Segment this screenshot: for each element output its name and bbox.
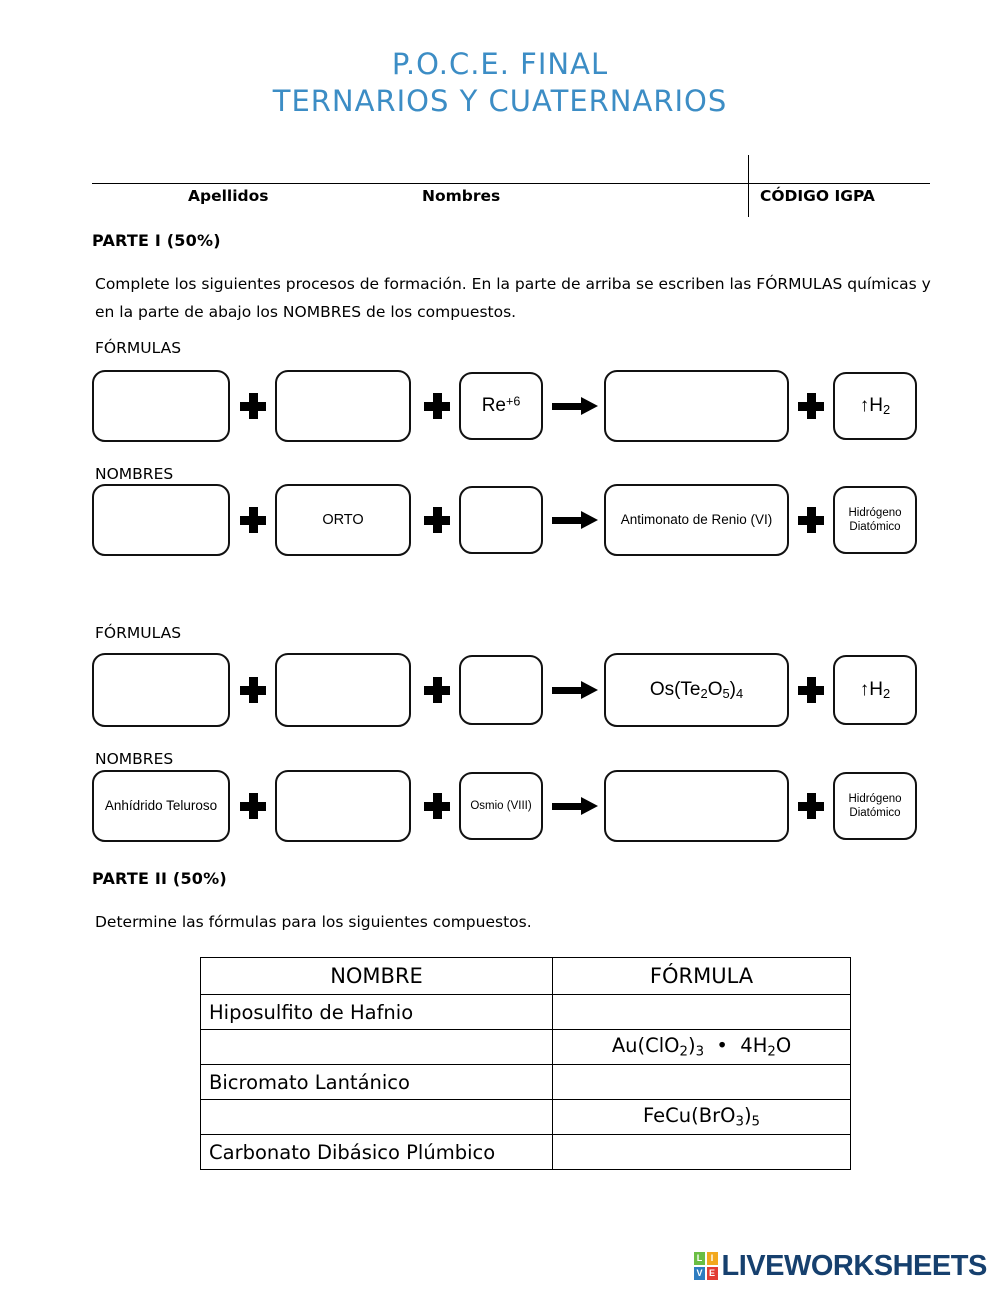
title-line-1: P.O.C.E. FINAL [391, 47, 609, 81]
cell-formula-input[interactable] [552, 994, 851, 1030]
formula-2-box-5: ↑H2 [833, 655, 917, 725]
formula-1-box-2[interactable] [275, 370, 411, 442]
label-nombres-2: NOMBRES [95, 750, 174, 768]
hydrogen-gas-text: ↑H2 [859, 678, 891, 702]
plus-icon [798, 393, 824, 419]
table-row: FeCu(BrO3)5 [200, 1099, 851, 1135]
plus-icon [240, 393, 266, 419]
parte-1-heading: PARTE I (50%) [92, 231, 221, 250]
label-formulas-1: FÓRMULAS [95, 339, 182, 357]
cell-formula: FeCu(BrO3)5 [552, 1099, 851, 1135]
arrow-icon [552, 511, 598, 529]
formula-1-box-5: ↑H2 [833, 372, 917, 440]
logo-wordmark: LIVEWORKSHEETS [721, 1250, 988, 1282]
logo-tile-e: E [706, 1266, 718, 1280]
nombre-1-box-5: Hidrógeno Diatómico [833, 486, 917, 554]
cell-formula-input[interactable] [552, 1064, 851, 1100]
formula-2-box-1[interactable] [92, 653, 230, 727]
chemical-formula-text: Os(Te2O5)4 [649, 678, 744, 702]
table-row: Bicromato Lantánico [200, 1064, 851, 1100]
arrow-icon [552, 681, 598, 699]
nombre-1-box-2: ORTO [275, 484, 411, 556]
cell-nombre: Carbonato Dibásico Plúmbico [200, 1134, 553, 1170]
plus-icon [424, 393, 450, 419]
nombre-1-box-1[interactable] [92, 484, 230, 556]
table-header-nombre: NOMBRE [200, 957, 553, 995]
table-row: Au(ClO2)3 • 4H2O [200, 1029, 851, 1065]
nombre-2-box-1: Anhídrido Teluroso [92, 770, 230, 842]
cell-formula: Au(ClO2)3 • 4H2O [552, 1029, 851, 1065]
plus-icon [798, 677, 824, 703]
header-vertical-divider [748, 155, 749, 217]
nombre-1-box-3[interactable] [459, 486, 543, 554]
plus-icon [424, 677, 450, 703]
formula-2-box-3[interactable] [459, 655, 543, 725]
reaction-row-formulas-1: Re+6 ↑H2 [0, 370, 1000, 442]
reaction-row-nombres-1: ORTO Antimonato de Renio (VI) Hidrógeno … [0, 484, 1000, 556]
plus-icon [424, 793, 450, 819]
label-apellidos: Apellidos [188, 187, 269, 205]
plus-icon [240, 507, 266, 533]
page-title: P.O.C.E. FINAL TERNARIOS Y CUATERNARIOS [0, 46, 1000, 120]
table-row: Hiposulfito de Hafnio [200, 994, 851, 1030]
plus-icon [424, 507, 450, 533]
cell-nombre: Hiposulfito de Hafnio [200, 994, 553, 1030]
nombre-2-box-2[interactable] [275, 770, 411, 842]
plus-icon [798, 793, 824, 819]
identification-header: Apellidos Nombres CÓDIGO IGPA [92, 155, 930, 217]
parte-1-instructions: Complete los siguientes procesos de form… [95, 275, 931, 321]
nombre-1-box-4: Antimonato de Renio (VI) [604, 484, 789, 556]
plus-icon [798, 507, 824, 533]
plus-icon [240, 677, 266, 703]
header-horizontal-rule [92, 183, 930, 184]
table-header-formula: FÓRMULA [552, 957, 851, 995]
formula-2-box-2[interactable] [275, 653, 411, 727]
label-nombres: Nombres [422, 187, 501, 205]
nombre-2-box-3: Osmio (VIII) [459, 772, 543, 840]
logo-tile-l: L [694, 1252, 705, 1266]
label-codigo-igpa: CÓDIGO IGPA [760, 187, 875, 205]
formula-1-box-1[interactable] [92, 370, 230, 442]
table-header-row: NOMBRE FÓRMULA [200, 957, 851, 995]
arrow-icon [552, 797, 598, 815]
cell-formula-input[interactable] [552, 1134, 851, 1170]
table-row: Carbonato Dibásico Plúmbico [200, 1134, 851, 1170]
logo-tile-i: I [706, 1252, 718, 1266]
nombre-2-box-5: Hidrógeno Diatómico [833, 772, 917, 840]
reaction-row-formulas-2: Os(Te2O5)4 ↑H2 [0, 653, 1000, 727]
formula-2-box-4: Os(Te2O5)4 [604, 653, 789, 727]
cell-nombre-input[interactable] [200, 1029, 553, 1065]
nombre-2-box-4[interactable] [604, 770, 789, 842]
formula-1-box-3: Re+6 [459, 372, 543, 440]
liveworksheets-logo[interactable]: L I V E LIVEWORKSHEETS [694, 1249, 987, 1283]
formula-1-box-4[interactable] [604, 370, 789, 442]
logo-tile-v: V [694, 1266, 705, 1280]
reaction-row-nombres-2: Anhídrido Teluroso Osmio (VIII) Hidrógen… [0, 770, 1000, 842]
title-line-2: TERNARIOS Y CUATERNARIOS [272, 84, 728, 118]
hydrogen-gas-text: ↑H2 [859, 394, 891, 418]
parte-2-heading: PARTE II (50%) [92, 869, 227, 888]
plus-icon [240, 793, 266, 819]
arrow-icon [552, 397, 598, 415]
label-formulas-2: FÓRMULAS [95, 624, 182, 642]
cell-nombre-input[interactable] [200, 1099, 553, 1135]
cell-nombre: Bicromato Lantánico [200, 1064, 553, 1100]
label-nombres-1: NOMBRES [95, 465, 174, 483]
compounds-table: NOMBRE FÓRMULA Hiposulfito de Hafnio Au(… [200, 957, 851, 1170]
logo-tiles: L I V E [694, 1252, 718, 1280]
chemical-formula-text: Re+6 [481, 394, 521, 417]
parte-2-instructions: Determine las fórmulas para los siguient… [95, 913, 532, 931]
